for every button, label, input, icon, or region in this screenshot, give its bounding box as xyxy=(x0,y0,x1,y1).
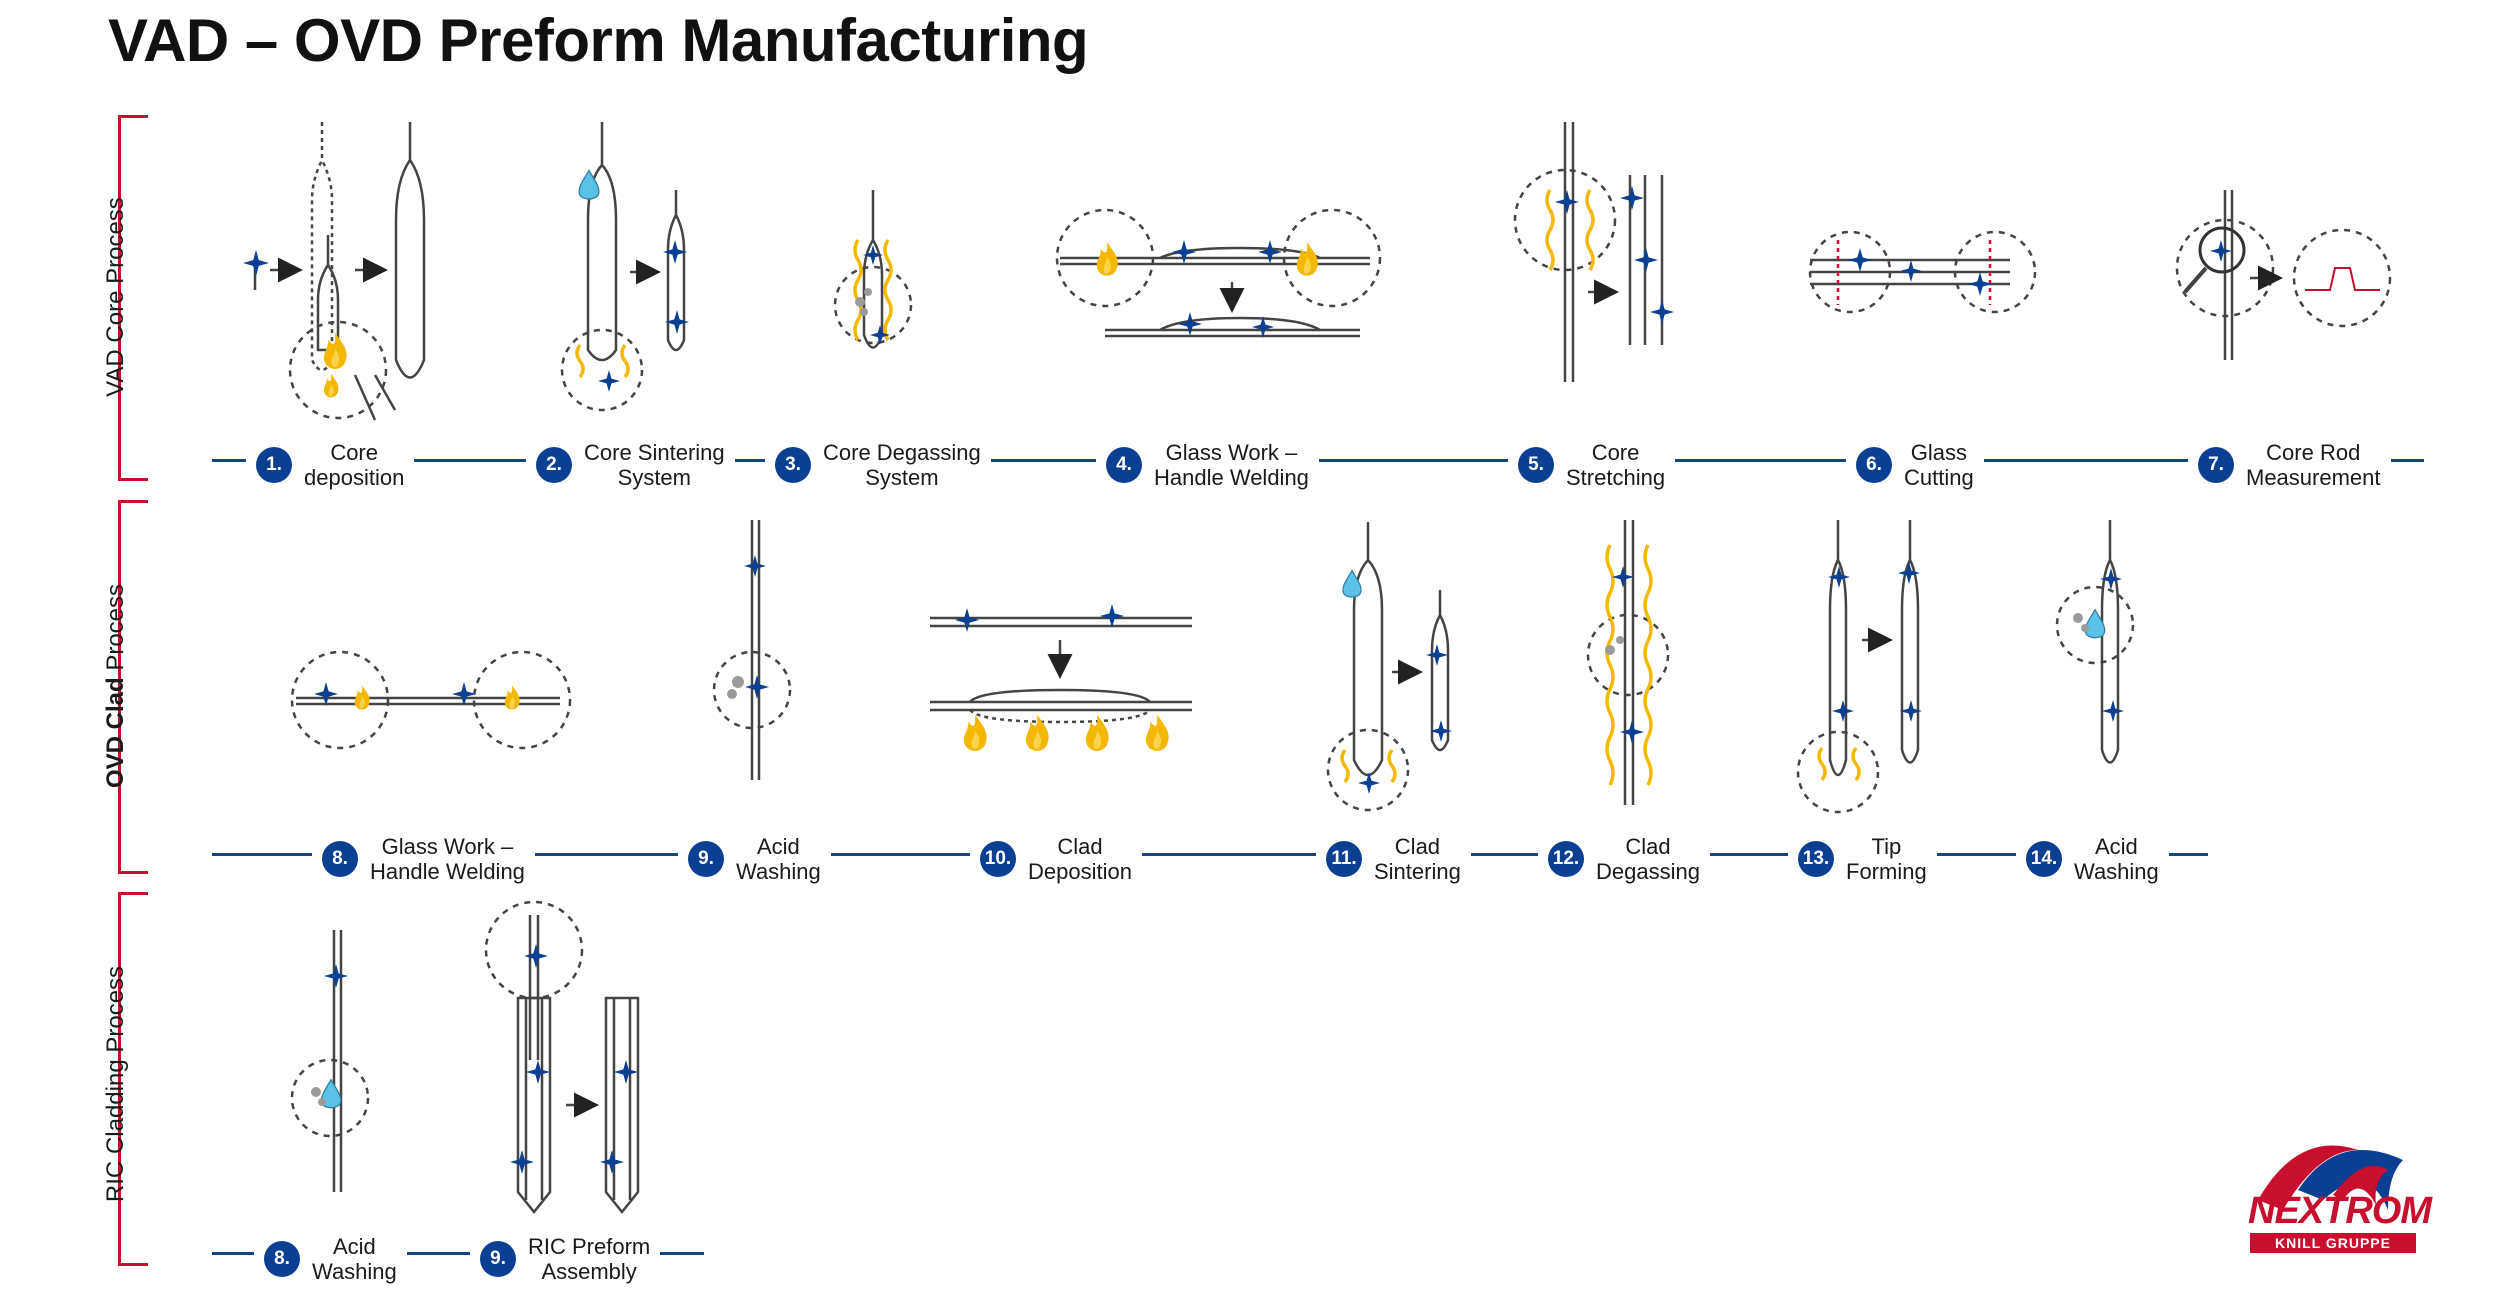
step-glass-work-handle-welding: 8. Glass Work –Handle Welding xyxy=(312,834,535,884)
step-number: 9. xyxy=(480,1241,516,1277)
step-number: 10. xyxy=(980,841,1016,877)
section-bracket-vad xyxy=(118,115,148,481)
process-line-ovd xyxy=(212,853,2208,856)
step-number: 2. xyxy=(536,447,572,483)
step-number: 7. xyxy=(2198,447,2234,483)
section-bracket-ovd xyxy=(118,500,148,874)
step-number: 1. xyxy=(256,447,292,483)
step-number: 8. xyxy=(322,841,358,877)
step-number: 8. xyxy=(264,1241,300,1277)
step-label: Glass Work –Handle Welding xyxy=(370,834,525,884)
nextrom-logo-subtitle: KNILL GRUPPE xyxy=(2250,1233,2416,1253)
step-number: 3. xyxy=(775,447,811,483)
step-glass-work-handle-welding: 4. Glass Work –Handle Welding xyxy=(1096,440,1319,490)
nextrom-logo-arc-icon xyxy=(2258,1145,2403,1210)
process-line-ric xyxy=(212,1252,704,1255)
section-bracket-ric xyxy=(118,892,148,1266)
step-number: 6. xyxy=(1856,447,1892,483)
step-label: Glass Work –Handle Welding xyxy=(1154,440,1309,490)
step-number: 4. xyxy=(1106,447,1142,483)
step-number: 12. xyxy=(1548,841,1584,877)
step-number: 11. xyxy=(1326,841,1362,877)
step-number: 13. xyxy=(1798,841,1834,877)
page-title: VAD – OVD Preform Manufacturing xyxy=(108,7,1089,74)
step-number: 5. xyxy=(1518,447,1554,483)
nextrom-logo-word: NEXTROM xyxy=(2248,1190,2432,1232)
step-number: 14. xyxy=(2026,841,2062,877)
step-number: 9. xyxy=(688,841,724,877)
